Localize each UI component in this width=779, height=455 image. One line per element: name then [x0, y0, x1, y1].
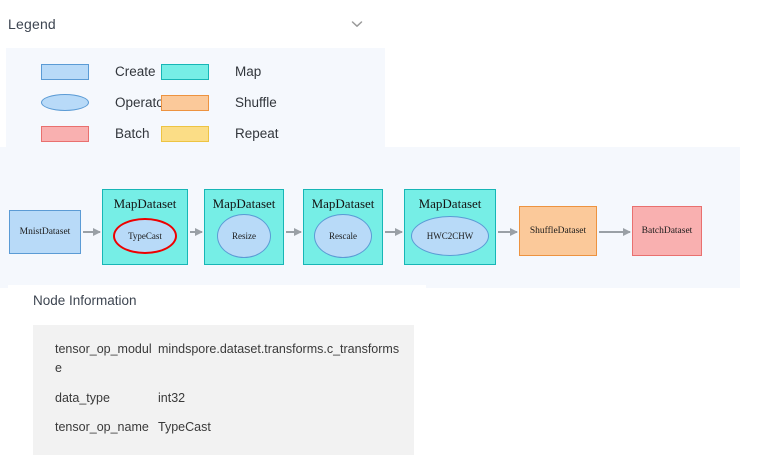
legend-row: Operator Shuffle — [6, 87, 385, 118]
graph-operator-label: Resize — [232, 231, 256, 241]
graph-operator-hwc2chw[interactable]: HWC2CHW — [411, 216, 489, 256]
legend-header[interactable]: Legend — [0, 0, 385, 48]
node-info-key: data_type — [55, 390, 110, 405]
node-info-value: int32 — [158, 390, 186, 405]
node-info-row: tensor_op_name TypeCast — [33, 413, 414, 442]
graph-node-label: ShuffleDataset — [529, 225, 587, 236]
node-info-row: tensor_op_module mindspore.dataset.trans… — [33, 335, 414, 384]
graph-node-batchdataset[interactable]: BatchDataset — [632, 206, 702, 256]
legend-swatch-repeat — [161, 125, 209, 142]
legend-item-repeat: Repeat — [161, 125, 351, 142]
node-info-row: data_type int32 — [33, 384, 414, 413]
graph-node-mapdataset-typecast[interactable]: MapDataset TypeCast — [102, 189, 188, 265]
node-information-table: tensor_op_module mindspore.dataset.trans… — [33, 325, 414, 455]
legend-label-create: Create — [115, 64, 156, 79]
legend-label-shuffle: Shuffle — [235, 95, 277, 110]
graph-edge — [286, 227, 302, 236]
graph-node-mnistdataset[interactable]: MnistDataset — [9, 210, 81, 254]
legend-label-repeat: Repeat — [235, 126, 279, 141]
legend-item-map: Map — [161, 63, 351, 80]
legend-swatch-create — [41, 63, 89, 80]
legend-row: Batch Repeat — [6, 118, 385, 149]
graph-operator-label: HWC2CHW — [426, 231, 474, 241]
legend-label-batch: Batch — [115, 126, 150, 141]
graph-operator-resize[interactable]: Resize — [217, 214, 271, 258]
node-information-title: Node Information — [33, 293, 137, 308]
graph-edge — [498, 227, 518, 236]
node-info-key: tensor_op_name — [55, 420, 149, 435]
graph-operator-typecast[interactable]: TypeCast — [113, 218, 177, 254]
node-info-value: TypeCast — [158, 420, 211, 435]
pipeline-graph-canvas[interactable]: MnistDataset MapDataset TypeCast MapData… — [0, 147, 740, 288]
legend-swatch-shuffle — [161, 94, 209, 111]
node-info-key: tensor_op_module — [55, 342, 152, 376]
graph-node-label: MapDataset — [418, 196, 482, 211]
graph-node-label: MnistDataset — [19, 226, 71, 237]
graph-edge — [599, 227, 631, 236]
graph-node-label: MapDataset — [113, 196, 177, 211]
graph-node-shuffledataset[interactable]: ShuffleDataset — [519, 206, 597, 256]
chevron-down-icon[interactable] — [347, 14, 367, 34]
graph-node-mapdataset-hwc2chw[interactable]: MapDataset HWC2CHW — [404, 189, 496, 265]
graph-node-mapdataset-resize[interactable]: MapDataset Resize — [204, 189, 284, 265]
legend-title: Legend — [8, 16, 56, 32]
legend-panel: Create Map Operator Shuffle Batch Repeat — [6, 48, 385, 147]
legend-swatch-batch — [41, 125, 89, 142]
graph-node-label: MapDataset — [311, 196, 375, 211]
graph-node-mapdataset-rescale[interactable]: MapDataset Rescale — [303, 189, 383, 265]
graph-edge — [385, 227, 403, 236]
legend-label-operator: Operator — [115, 95, 169, 110]
graph-node-label: BatchDataset — [641, 225, 693, 236]
graph-operator-label: Rescale — [329, 231, 357, 241]
node-information-panel: Node Information tensor_op_module mindsp… — [8, 285, 426, 455]
graph-edge — [83, 227, 101, 236]
graph-edge — [190, 227, 203, 236]
legend-swatch-map — [161, 63, 209, 80]
graph-operator-rescale[interactable]: Rescale — [314, 214, 372, 258]
legend-item-shuffle: Shuffle — [161, 94, 351, 111]
graph-node-label: MapDataset — [212, 196, 276, 211]
node-info-value: mindspore.dataset.transforms.c_transform… — [158, 342, 400, 356]
legend-item-create: Create — [6, 63, 161, 80]
graph-operator-label: TypeCast — [128, 231, 162, 241]
legend-swatch-operator — [41, 94, 89, 111]
legend-label-map: Map — [235, 64, 262, 79]
legend-item-operator: Operator — [6, 94, 168, 111]
legend-item-batch: Batch — [6, 125, 161, 142]
legend-row: Create Map — [6, 56, 385, 87]
